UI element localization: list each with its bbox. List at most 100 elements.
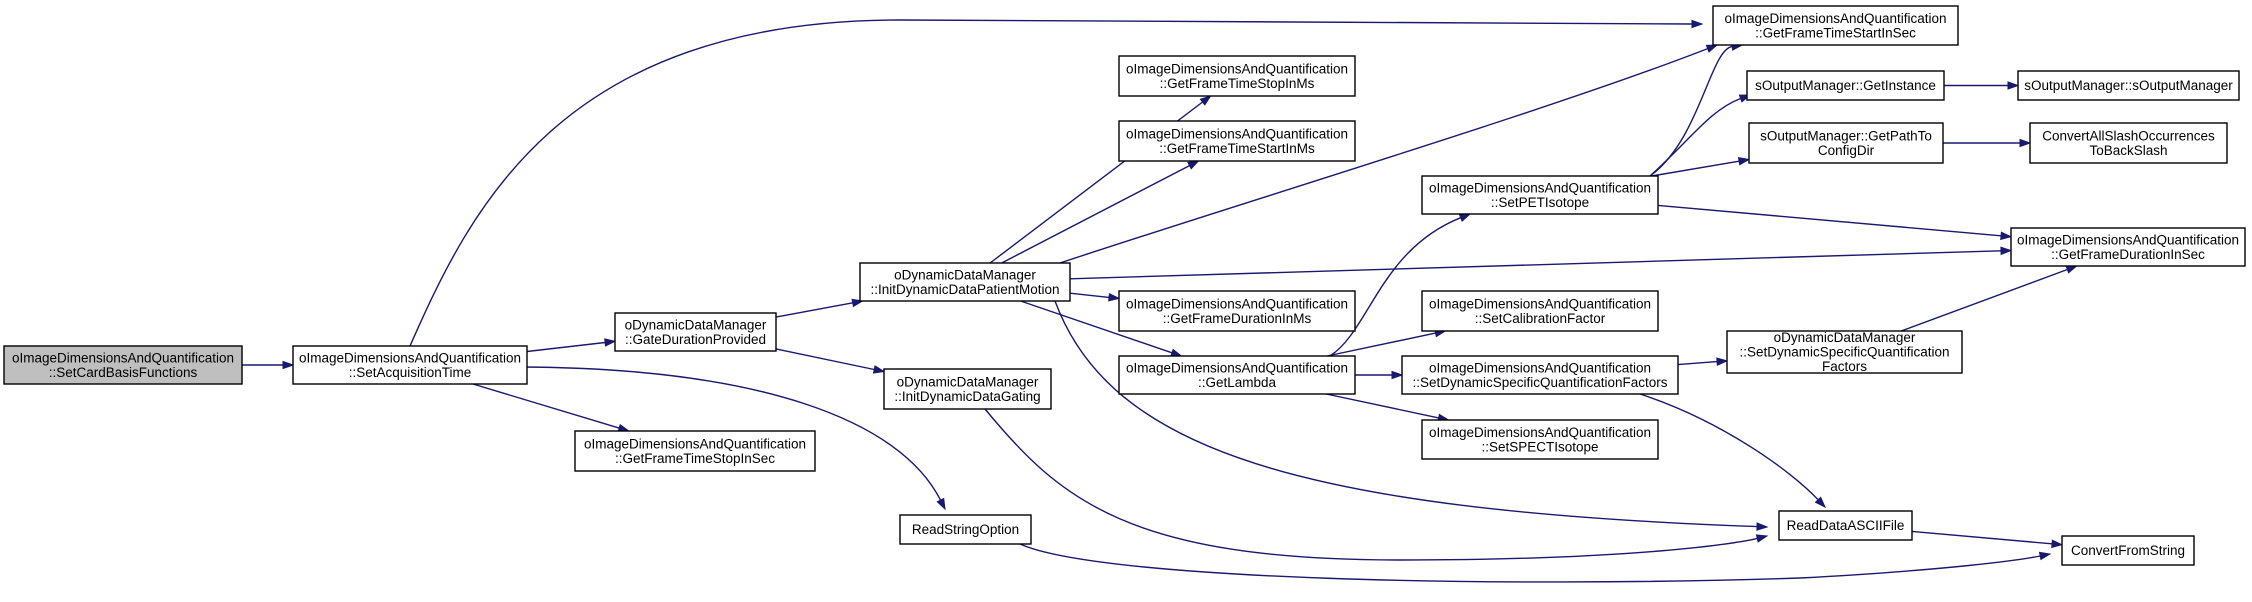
- edge-n6-to-n20: [1054, 300, 1769, 531]
- graph-node-n1[interactable]: oImageDimensionsAndQuantification::SetAc…: [292, 345, 528, 385]
- node-label-line: ::SetDynamicSpecificQuantification: [1739, 345, 1949, 360]
- edge-n11-to-n12: [1329, 213, 1472, 357]
- node-box: [614, 312, 777, 352]
- graph-node-n7[interactable]: oDynamicDataManager::InitDynamicDataGati…: [883, 368, 1052, 410]
- graph-node-n15[interactable]: oImageDimensionsAndQuantification::SetSP…: [1421, 419, 1659, 460]
- node-box: [2017, 70, 2240, 101]
- node-label-line: oImageDimensionsAndQuantification: [1429, 180, 1651, 195]
- node-label-line: ::SetSPECTIsotope: [1481, 439, 1598, 454]
- node-box: [1118, 290, 1356, 332]
- node-box: [883, 368, 1052, 410]
- graph-node-n21[interactable]: ConvertFromString: [2061, 535, 2195, 566]
- edge-n1-to-n4: [472, 383, 631, 433]
- node-box: [1421, 419, 1659, 460]
- node-label-line: oImageDimensionsAndQuantification: [1126, 360, 1348, 375]
- node-box: [2010, 227, 2246, 267]
- node-box: [1726, 330, 1963, 374]
- edge-n6-to-n18: [1069, 246, 2013, 280]
- edge-n14-to-n20: [1639, 393, 1827, 509]
- node-box: [1746, 70, 1945, 101]
- node-label-line: ConvertAllSlashOccurrences: [2042, 128, 2215, 143]
- node-label-line: ReadStringOption: [912, 522, 1019, 537]
- node-box: [292, 345, 528, 385]
- edge-n3-to-n7: [775, 348, 886, 374]
- node-label-line: Factors: [1822, 359, 1867, 374]
- node-label-line: oImageDimensionsAndQuantification: [1429, 425, 1651, 440]
- node-label-line: ::SetAcquisitionTime: [349, 365, 472, 380]
- node-label-line: ConfigDir: [1818, 143, 1875, 158]
- node-box: [899, 514, 1032, 545]
- node-label-line: sOutputManager::GetInstance: [1755, 78, 1936, 93]
- node-label-line: oImageDimensionsAndQuantification: [299, 350, 521, 365]
- edge-n11-to-n14: [1355, 370, 1404, 380]
- edge-n17-to-n23: [1943, 138, 2032, 148]
- node-label-line: ::GetLambda: [1198, 375, 1277, 390]
- node-label-line: oDynamicDataManager: [625, 317, 767, 332]
- node-layer: oImageDimensionsAndQuantification::SetCa…: [3, 5, 2246, 566]
- node-box: [1421, 290, 1659, 332]
- node-label-line: ToBackSlash: [2089, 143, 2167, 158]
- node-box: [1778, 510, 1913, 541]
- graph-node-n6[interactable]: oDynamicDataManager::InitDynamicDataPati…: [859, 262, 1071, 302]
- edge-n6-to-n2: [1059, 44, 1719, 264]
- graph-node-n20[interactable]: ReadDataASCIIFile: [1778, 510, 1913, 541]
- node-label-line: ReadDataASCIIFile: [1787, 518, 1905, 533]
- node-label-line: ::InitDynamicDataGating: [894, 389, 1040, 404]
- node-label-line: oDynamicDataManager: [894, 267, 1036, 282]
- edge-n1-to-n2: [409, 19, 1704, 347]
- edge-n19-to-n18: [1900, 265, 2079, 332]
- graph-node-n2[interactable]: oImageDimensionsAndQuantification::GetFr…: [1712, 5, 1959, 46]
- graph-node-n9[interactable]: oImageDimensionsAndQuantification::GetFr…: [1118, 120, 1356, 162]
- node-label-line: ::SetCardBasisFunctions: [49, 365, 198, 380]
- node-box: [859, 262, 1071, 302]
- edge-n1-to-n5: [519, 366, 946, 511]
- node-label-line: ::GetFrameDurationInMs: [1163, 311, 1312, 326]
- graph-node-n14[interactable]: oImageDimensionsAndQuantification::SetDy…: [1401, 355, 1679, 395]
- edge-layer: [242, 19, 2079, 583]
- edge-n12-to-n17: [1651, 156, 1751, 177]
- node-label-line: ::SetPETIsotope: [1491, 195, 1589, 210]
- node-label-line: oImageDimensionsAndQuantification: [2017, 232, 2239, 247]
- graph-node-n8[interactable]: oImageDimensionsAndQuantification::GetFr…: [1118, 55, 1356, 97]
- edge-n14-to-n19: [1677, 357, 1729, 366]
- node-label-line: oImageDimensionsAndQuantification: [1126, 126, 1348, 141]
- node-label-line: ::InitDynamicDataPatientMotion: [870, 282, 1059, 297]
- node-box: [1748, 122, 1944, 164]
- graph-node-n19[interactable]: oDynamicDataManager::SetDynamicSpecificQ…: [1726, 330, 1963, 374]
- node-label-line: ConvertFromString: [2071, 543, 2185, 558]
- node-box: [1712, 5, 1959, 46]
- edge-n12-to-n16: [1649, 94, 1752, 177]
- node-box: [2061, 535, 2195, 566]
- node-label-line: ::GetFrameTimeStartInSec: [1755, 25, 1916, 40]
- node-label-line: oImageDimensionsAndQuantification: [1126, 296, 1348, 311]
- node-label-line: sOutputManager::GetPathTo: [1760, 128, 1932, 143]
- edge-n6-to-n9: [1001, 160, 1200, 264]
- graph-node-n4[interactable]: oImageDimensionsAndQuantification::GetFr…: [574, 430, 816, 472]
- node-box: [1421, 175, 1659, 215]
- graph-node-n3[interactable]: oDynamicDataManager::GateDurationProvide…: [614, 312, 777, 352]
- graph-node-n11[interactable]: oImageDimensionsAndQuantification::GetLa…: [1118, 355, 1356, 395]
- edge-n12-to-n18: [1657, 204, 2013, 241]
- node-box: [2029, 122, 2228, 164]
- node-label-line: ::GetFrameDurationInSec: [2051, 247, 2205, 262]
- node-label-line: oImageDimensionsAndQuantification: [1429, 360, 1651, 375]
- edge-n3-to-n6: [775, 298, 865, 318]
- node-label-line: ::SetCalibrationFactor: [1475, 311, 1606, 326]
- graph-node-n16[interactable]: sOutputManager::GetInstance: [1746, 70, 1945, 101]
- edge-n6-to-n10: [1069, 292, 1121, 302]
- node-label-line: ::SetDynamicSpecificQuantificationFactor…: [1412, 375, 1667, 390]
- node-box: [1118, 355, 1356, 395]
- graph-node-n12[interactable]: oImageDimensionsAndQuantification::SetPE…: [1421, 175, 1659, 215]
- graph-node-n5[interactable]: ReadStringOption: [899, 514, 1032, 545]
- graph-node-n10[interactable]: oImageDimensionsAndQuantification::GetFr…: [1118, 290, 1356, 332]
- node-box: [3, 345, 243, 385]
- node-label-line: ::GetFrameTimeStopInSec: [615, 451, 775, 466]
- graph-node-n13[interactable]: oImageDimensionsAndQuantification::SetCa…: [1421, 290, 1659, 332]
- edge-n11-to-n15: [1326, 393, 1450, 422]
- graph-node-n0[interactable]: oImageDimensionsAndQuantification::SetCa…: [3, 345, 243, 385]
- graph-node-n18[interactable]: oImageDimensionsAndQuantification::GetFr…: [2010, 227, 2246, 267]
- graph-node-n22[interactable]: sOutputManager::sOutputManager: [2017, 70, 2240, 101]
